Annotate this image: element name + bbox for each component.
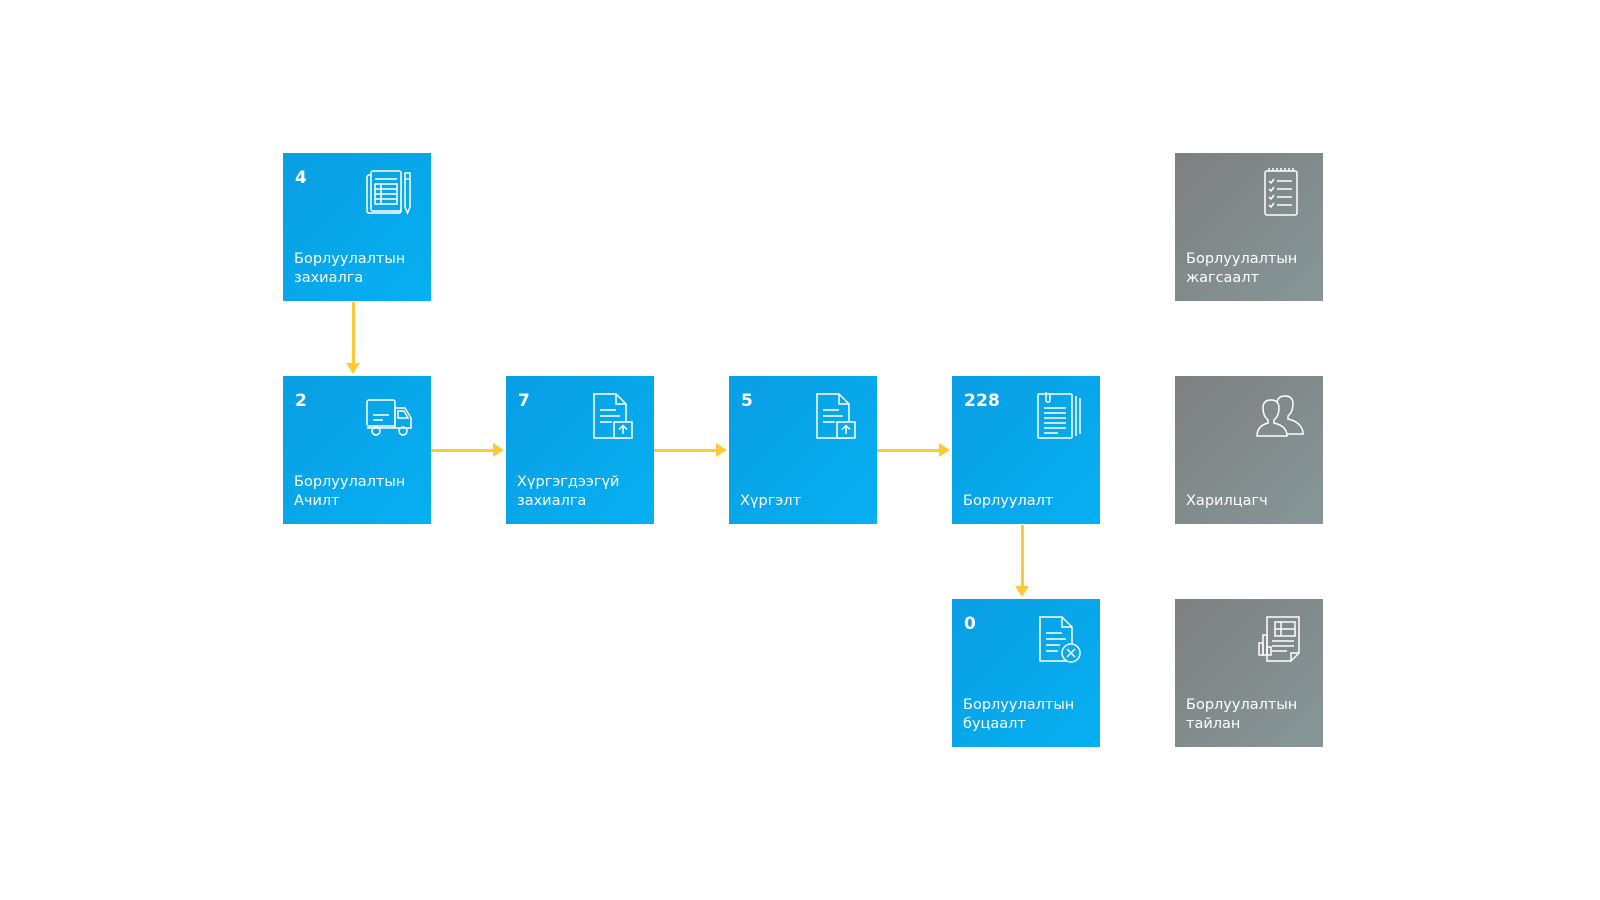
flow-arrow-down xyxy=(1015,525,1029,597)
tile-sales[interactable]: 228 Борлуулалт xyxy=(952,376,1100,524)
flow-arrow-down xyxy=(346,302,360,374)
report-icon xyxy=(1255,613,1307,665)
flow-arrow-right xyxy=(654,443,727,457)
tile-count: 0 xyxy=(964,614,977,634)
document-cancel-icon xyxy=(1032,613,1084,665)
tile-label: Борлуулалтын жагсаалт xyxy=(1186,251,1298,286)
tile-count: 7 xyxy=(518,391,531,411)
tile-customers[interactable]: Харилцагч xyxy=(1175,376,1323,524)
tile-sales-order[interactable]: 4 Борлуулалтын захиалга xyxy=(283,153,431,301)
tile-label: Борлуулалт xyxy=(963,493,1054,509)
tile-sales-loading[interactable]: 2 Борлуулалтын Ачилт xyxy=(283,376,431,524)
tile-label: Борлуулалтын захиалга xyxy=(294,251,406,286)
tile-sales-return[interactable]: 0 Борлуулалтын буцаалт xyxy=(952,599,1100,747)
flow-arrow-right xyxy=(431,443,504,457)
order-form-icon xyxy=(363,167,415,219)
document-upload-icon xyxy=(586,390,638,442)
tile-label: Борлуулалтын тайлан xyxy=(1186,697,1298,732)
users-icon xyxy=(1255,390,1307,442)
flow-arrow-right xyxy=(877,443,950,457)
tile-label: Харилцагч xyxy=(1186,493,1268,509)
truck-icon xyxy=(363,390,415,442)
tile-label: Хүргэлт xyxy=(740,493,802,509)
tile-count: 5 xyxy=(741,391,754,411)
tile-label: Хүргэгдээгүй захиалга xyxy=(517,474,620,509)
tile-sales-report[interactable]: Борлуулалтын тайлан xyxy=(1175,599,1323,747)
tile-count: 2 xyxy=(295,391,308,411)
tile-undelivered-order[interactable]: 7 Хүргэгдээгүй захиалга xyxy=(506,376,654,524)
tile-count: 4 xyxy=(295,168,308,188)
tile-label: Борлуулалтын буцаалт xyxy=(963,697,1075,732)
tile-sales-list[interactable]: Борлуулалтын жагсаалт xyxy=(1175,153,1323,301)
tile-delivery[interactable]: 5 Хүргэлт xyxy=(729,376,877,524)
document-stack-icon xyxy=(1032,390,1084,442)
tile-label: Борлуулалтын Ачилт xyxy=(294,474,406,509)
tile-count: 228 xyxy=(964,391,1001,411)
document-upload-icon xyxy=(809,390,861,442)
checklist-icon xyxy=(1255,167,1307,219)
